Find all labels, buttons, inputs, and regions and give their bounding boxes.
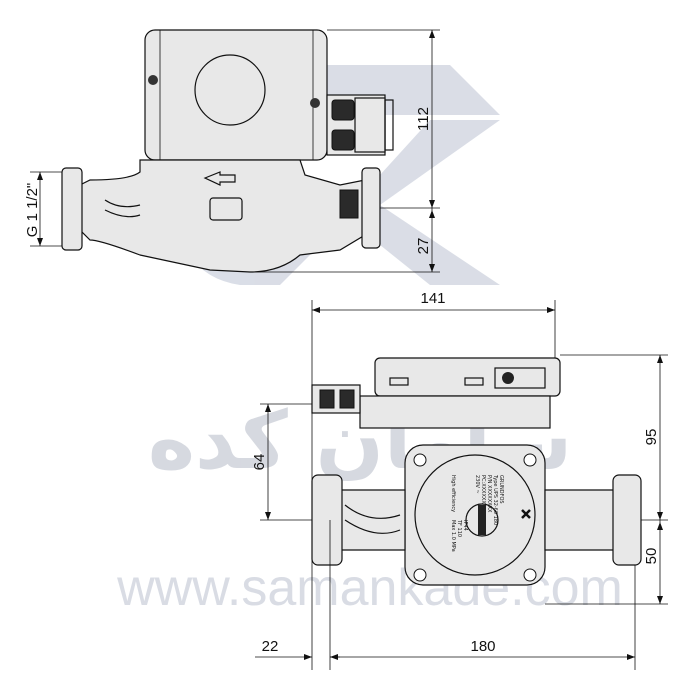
cover-disc — [194, 54, 266, 126]
dim-height-above-axis: 112 — [415, 107, 432, 131]
nameplate-line: GRUNDFOS — [498, 475, 504, 504]
inlet-pipe — [339, 489, 406, 551]
connection-size-label: G 1 1/2" — [24, 183, 41, 238]
dim-width-top: 141 — [420, 290, 445, 307]
nameplate-line: 230V ~ — [474, 475, 480, 494]
watermark-url: www.samankade.com — [116, 559, 623, 617]
motor-face — [414, 454, 536, 576]
dim-height-terminal: 64 — [251, 454, 268, 471]
dim-offset-left: 22 — [262, 638, 279, 655]
front-view-dimensions: 141 64 95 50 22 180 — [251, 290, 668, 670]
dim-height-upper: 95 — [643, 429, 660, 446]
front-motor-body — [359, 395, 551, 429]
nameplate-line: Max 1.0 MPa — [450, 520, 456, 552]
dim-height-lower: 50 — [643, 548, 660, 565]
terminal-box — [144, 29, 328, 161]
screw-icon — [310, 98, 320, 108]
front-flange-left — [311, 474, 343, 566]
top-view-dimensions: G 1 1/2" 112 27 — [24, 29, 440, 273]
front-flange-right — [612, 474, 642, 566]
dim-height-below-axis: 27 — [415, 238, 432, 255]
nameplate-line: High efficiency — [450, 475, 456, 512]
screw-icon — [148, 75, 158, 85]
nameplate-line: Type UPS 32-60 180 — [492, 474, 498, 525]
nameplate-line: TF 110 — [456, 519, 462, 537]
outlet-pipe — [544, 489, 616, 551]
top-view-pump — [61, 29, 394, 273]
front-terminal-box — [374, 357, 561, 397]
flange-right — [361, 167, 381, 249]
dim-port-to-port: 180 — [470, 638, 495, 655]
nameplate-line: IP44 — [462, 520, 468, 531]
grundfos-logo-icon — [521, 509, 531, 519]
nameplate-line: P/N XXXXXXXX — [486, 475, 492, 513]
nameplate-line: PC:XXXXXX — [480, 475, 486, 504]
vent-screw — [465, 503, 499, 537]
flange-left — [61, 167, 83, 251]
flow-arrow-icon — [203, 171, 236, 186]
